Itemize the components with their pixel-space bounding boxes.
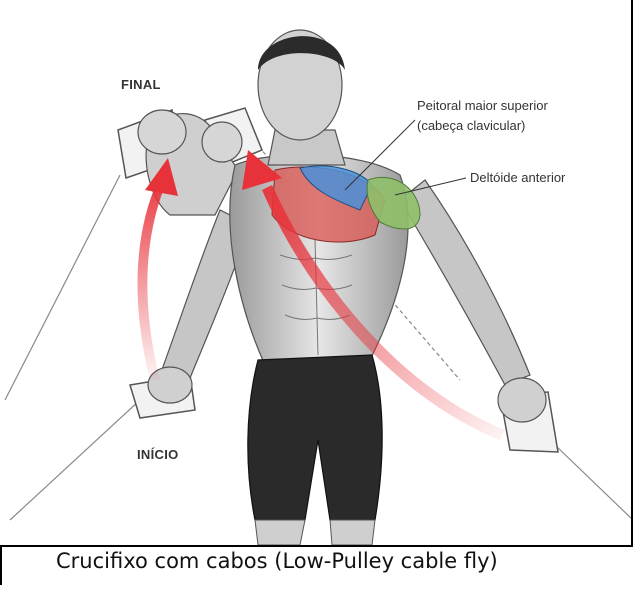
deltoid-label: Deltóide anterior (470, 170, 566, 185)
highlighted-muscles (271, 165, 421, 243)
cable-lower-right (554, 444, 633, 521)
cable-lower-left (9, 399, 141, 521)
athlete-body (137, 29, 547, 545)
frame-border-left (0, 545, 2, 585)
final-position-label: FINAL (121, 77, 161, 92)
cable-upper-left (4, 174, 121, 401)
pointer-pectoral (344, 119, 416, 191)
frame-border-right (631, 0, 633, 585)
illustration-svg (4, 29, 633, 545)
exercise-caption: Crucifixo com cabos (Low-Pulley cable fl… (56, 549, 498, 573)
bottom-strip (0, 585, 633, 616)
arrow-right-head (242, 150, 282, 190)
clavicular-head (299, 165, 373, 211)
exercise-illustration: FINAL INÍCIO Peitoral maior superior (ca… (4, 29, 633, 545)
arrow-left-shaft (137, 180, 166, 380)
movement-arrows (137, 150, 505, 440)
deltoid-muscle (366, 176, 421, 230)
label-pointers (344, 119, 467, 196)
pointer-deltoid (394, 177, 467, 196)
arrow-left-head (145, 158, 178, 196)
pectoral-label-line2: (cabeça clavicular) (417, 118, 526, 133)
pectoral-label-line1: Peitoral maior superior (417, 98, 548, 113)
start-position-label: INÍCIO (137, 447, 179, 462)
